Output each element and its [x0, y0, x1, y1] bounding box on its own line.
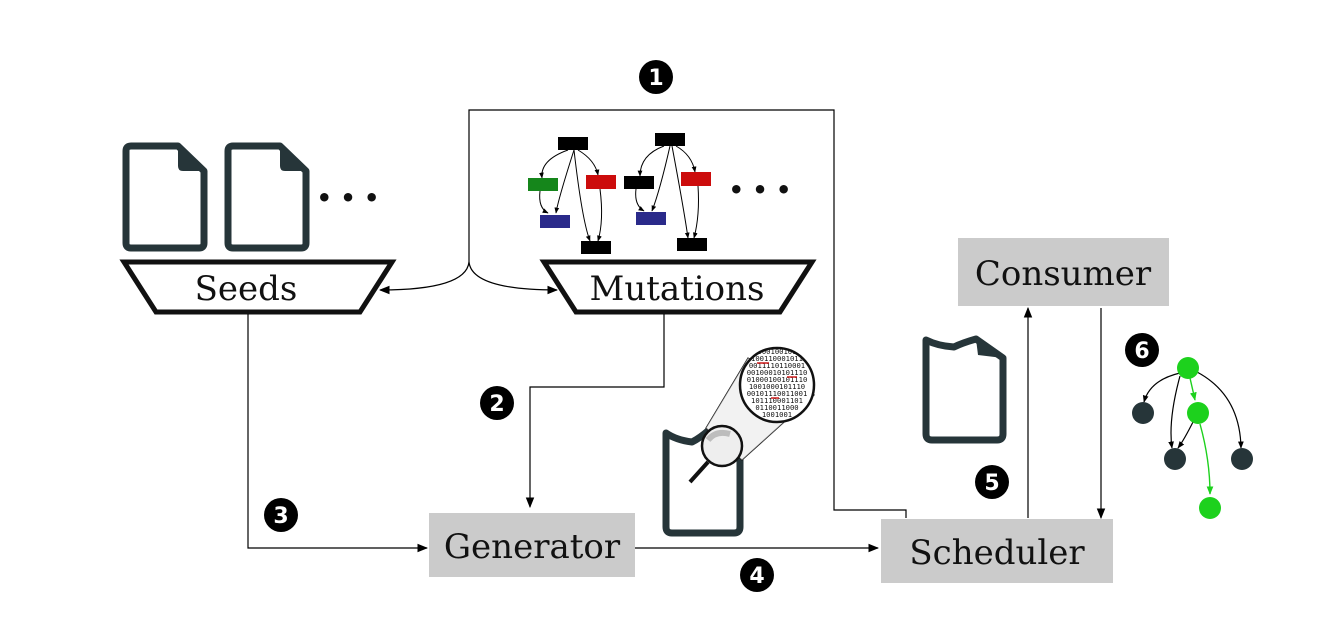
inspected-document: 10001001011 100110001011 0011110110001 0…	[662, 346, 816, 537]
svg-text:10001001011: 10001001011	[753, 347, 801, 356]
mutations-to-generator-arrow	[525, 314, 665, 509]
generator-label: Generator	[444, 527, 621, 567]
svg-text:1001001: 1001001	[762, 410, 792, 419]
binary-lens	[738, 346, 816, 424]
svg-text:0011110110001: 0011110110001	[749, 361, 805, 370]
step-badge-4: 4	[740, 558, 774, 592]
mutations-hopper: Mutations	[539, 259, 817, 315]
feedback-to-mutations-arrow	[468, 261, 559, 295]
execution-tree	[1132, 357, 1253, 519]
seeds-to-generator-arrow	[247, 314, 429, 553]
feedback-to-seeds-arrow	[378, 261, 470, 295]
svg-text:4: 4	[749, 564, 764, 589]
svg-text:1001000101110: 1001000101110	[749, 382, 805, 391]
step-badge-5: 5	[975, 465, 1009, 499]
feedback-line	[468, 109, 907, 518]
consumer-box: Consumer	[958, 238, 1169, 306]
svg-text:6: 6	[1134, 339, 1149, 364]
mutation-graph	[539, 149, 603, 242]
tree-node	[1187, 402, 1209, 424]
connectors	[247, 109, 1106, 553]
svg-text:3: 3	[273, 504, 288, 529]
magnifier-handle	[688, 460, 710, 484]
seed-documents: • • •	[122, 142, 380, 252]
consumer-label: Consumer	[975, 254, 1152, 294]
scheduled-document	[922, 335, 1007, 444]
svg-text:101110001101: 101110001101	[751, 396, 803, 405]
tree-node	[1231, 448, 1253, 470]
svg-text:100110001011: 100110001011	[751, 354, 803, 363]
tree-node	[1199, 497, 1221, 519]
seeds-label: Seeds	[195, 269, 298, 309]
mutations-label: Mutations	[590, 269, 765, 309]
document-icon	[922, 335, 1007, 444]
document-icon	[224, 142, 310, 252]
tree-node	[1132, 402, 1154, 424]
svg-text:2: 2	[489, 392, 504, 417]
generator-box: Generator	[429, 513, 635, 577]
svg-text:0110011000: 0110011000	[755, 403, 798, 412]
svg-text:00101110011001: 00101110011001	[747, 389, 808, 398]
mutations-ellipsis: • • •	[729, 176, 792, 204]
mutation-graphs: • • •	[528, 133, 791, 254]
step-badge-1: 1	[639, 60, 673, 94]
svg-text:01000100101110: 01000100101110	[747, 375, 808, 384]
tree-node	[1164, 448, 1186, 470]
step-badge-3: 3	[264, 498, 298, 532]
seeds-hopper: Seeds	[119, 259, 397, 315]
step-badge-2: 2	[480, 386, 514, 420]
mutation-graph	[635, 145, 699, 239]
svg-text:5: 5	[984, 471, 999, 496]
tree-node	[1177, 357, 1199, 379]
svg-text:1: 1	[648, 66, 663, 91]
document-icon	[122, 142, 208, 252]
svg-text:00100010101110: 00100010101110	[747, 368, 808, 377]
step-badge-6: 6	[1125, 333, 1159, 367]
scheduler-label: Scheduler	[909, 533, 1085, 573]
seeds-ellipsis: • • •	[317, 184, 380, 212]
scheduler-box: Scheduler	[881, 519, 1113, 583]
